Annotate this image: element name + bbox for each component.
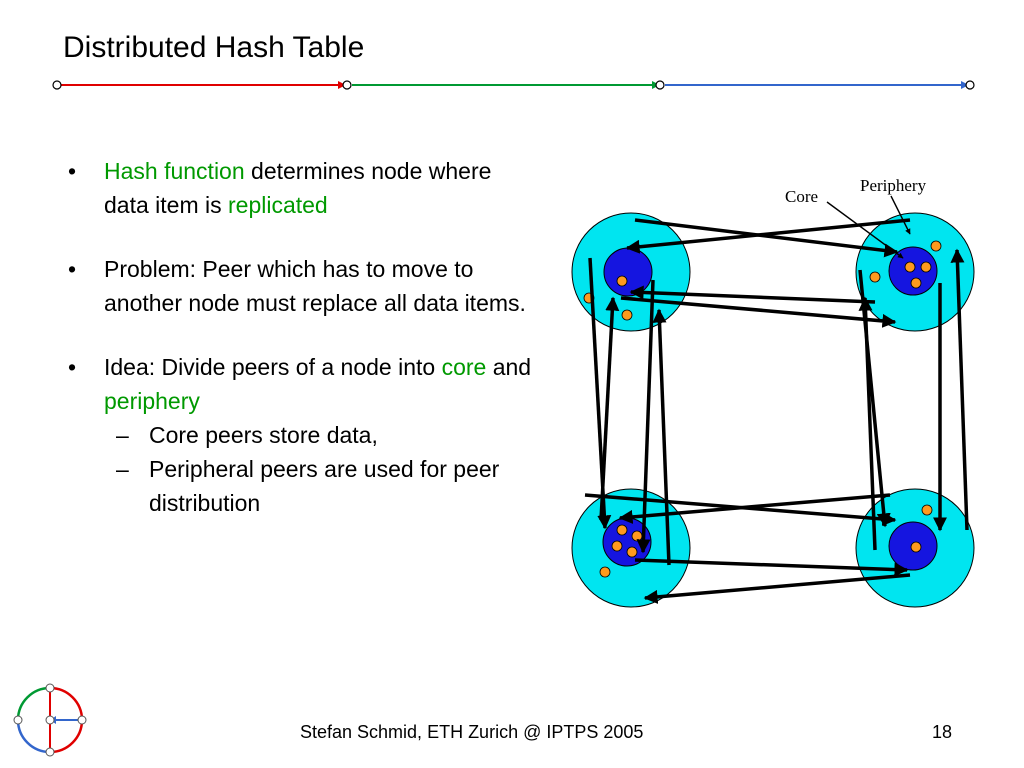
sub-bullet-item: – Core peers store data, (104, 418, 542, 452)
bullet-text-highlight: core (441, 354, 487, 380)
bullet-list: • Hash function determines node where da… (62, 154, 542, 550)
bullet-glyph: • (68, 354, 77, 380)
bullet-text: and (486, 354, 532, 380)
sub-bullet-glyph: – (116, 422, 129, 448)
bullet-text-highlight: replicated (228, 192, 328, 218)
bullet-text-highlight: periphery (104, 388, 200, 414)
slide-title: Distributed Hash Table (63, 31, 365, 64)
bullet-glyph: • (68, 256, 77, 282)
page-number: 18 (932, 722, 953, 742)
bullet-text-highlight: Hash function (104, 158, 245, 184)
bullet-text: determines node where data item is (104, 158, 492, 218)
bullet-item: • Hash function determines node where da… (62, 154, 542, 222)
sub-bullet-text: Core peers store data, (149, 422, 378, 448)
sub-bullet-glyph: – (116, 456, 129, 482)
bullet-item: • Idea: Divide peers of a node into core… (62, 350, 542, 520)
link-arrows (584, 218, 969, 604)
footer-credit: Stefan Schmid, ETH Zurich @ IPTPS 2005 (300, 722, 644, 742)
eth-network-logo (13, 683, 87, 757)
peer-dots (583, 240, 942, 578)
sub-bullet-item: – Peripheral peers are used for peer dis… (104, 452, 542, 520)
bullet-text: Idea: Divide peers of a node into (104, 354, 442, 380)
label-periphery: Periphery (860, 176, 927, 195)
title-rule (52, 80, 975, 90)
core-periphery-diagram: Core Periphery (571, 176, 975, 608)
label-core: Core (785, 187, 818, 206)
sub-bullet-text: Peripheral peers are used for peer distr… (149, 456, 500, 516)
label-pointer-arrows (826, 195, 911, 259)
bullet-glyph: • (68, 158, 77, 184)
core-circle (603, 247, 653, 297)
bullet-text: Problem: Peer which has to move to anoth… (104, 256, 526, 316)
bullet-item: • Problem: Peer which has to move to ano… (62, 252, 542, 320)
